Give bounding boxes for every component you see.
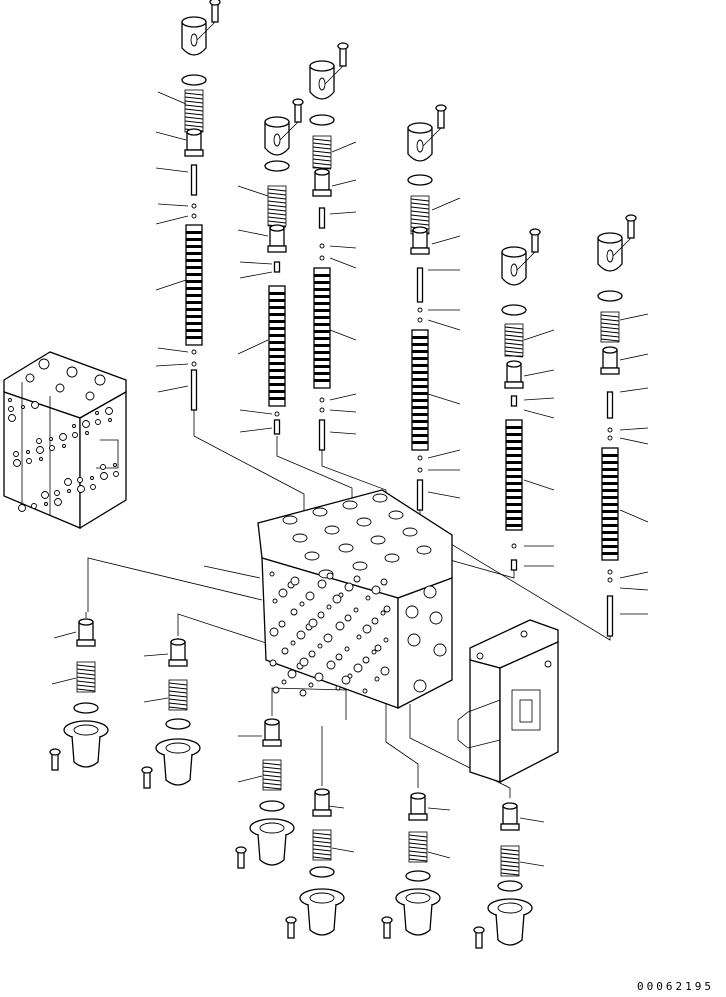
spool-stack-3: [309, 42, 349, 451]
spool-stack-4: [407, 104, 447, 511]
bottom-stack-6: [473, 802, 533, 949]
spool-stack-2: [264, 98, 304, 435]
bottom-stack-4: [285, 788, 345, 939]
bottom-stack-2: [141, 638, 201, 789]
end-cover-right: [457, 619, 559, 784]
spool-stack-6: [597, 214, 637, 637]
spool-stack-5: [501, 228, 541, 571]
spool-stack-1: [181, 0, 221, 411]
callout-leader-lines: [51, 91, 649, 867]
side-valve-block-left: [3, 351, 127, 530]
valve-component-stacks: [49, 0, 637, 949]
bottom-stack-5: [381, 792, 441, 939]
bottom-stack-3: [235, 718, 295, 869]
drawing-number: 00062195: [637, 980, 714, 993]
bottom-stack-1: [49, 618, 109, 771]
main-valve-body: [257, 489, 453, 710]
